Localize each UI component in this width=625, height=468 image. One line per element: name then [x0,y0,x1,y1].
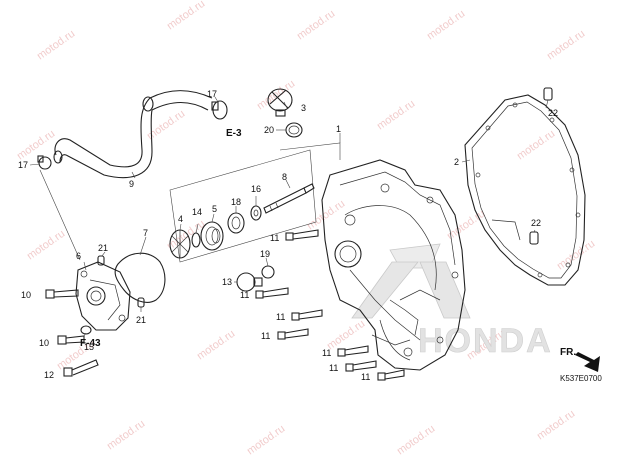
part-number-7: 7 [143,228,148,238]
part-number-22: 22 [531,218,541,228]
reference-f43: F-43 [80,338,101,349]
part-number-6: 6 [76,251,81,261]
part-number-20: 20 [264,125,274,135]
bolt-11-c [291,309,323,321]
part-number-19: 19 [260,249,270,259]
watermark-text: motod.ru [395,423,437,458]
water-hose [53,90,213,179]
pump-shaft [263,183,315,214]
part-number-21: 21 [136,315,146,325]
watermark-text: motod.ru [375,98,417,133]
part-number-12: 12 [44,370,54,380]
part-number-10: 10 [21,290,31,300]
front-label: FR. [560,347,576,358]
part-number-8: 8 [282,172,287,182]
part-number-22: 22 [548,108,558,118]
part-number-5: 5 [212,204,217,214]
callout-labels: 1 2 3 4 5 6 7 8 9 10 10 11 11 11 11 11 1… [18,89,558,382]
part-number-14: 14 [192,207,202,217]
watermark-text: motod.ru [535,408,577,443]
pump-cover-o-ring [114,252,166,303]
part-number-4: 4 [178,214,183,224]
watermark-text: motod.ru [25,228,67,263]
watermark-text: motod.ru [165,0,207,32]
honda-logo: HONDA [351,243,553,360]
sealing-washer-15 [80,325,92,335]
part-number-1: 1 [336,124,341,134]
bolt-11-b [255,287,289,299]
dowel-21-upper [97,255,105,266]
part-number-17: 17 [207,89,217,99]
part-number-3: 3 [301,103,306,113]
bolt-11-g [377,369,405,381]
part-number-11: 11 [322,348,331,358]
watermark-text: motod.ru [245,423,287,458]
part-number-9: 9 [129,179,134,189]
watermark-text: motod.ru [555,238,597,273]
drawing-code: K537E0700 [560,374,602,383]
hose-clamp-upper [211,100,228,120]
watermark-text: motod.ru [295,8,337,43]
part-number-21: 21 [98,243,108,253]
svg-text:HONDA: HONDA [418,322,553,360]
watermark-text: motod.ru [15,128,57,163]
bolt-12 [63,359,99,377]
watermark-text: motod.ru [425,8,467,43]
bolt-10-upper [45,289,79,299]
bolt-11-a [285,229,319,241]
plug-13 [236,272,263,292]
watermark-layer: motod.ru motod.ru motod.ru motod.ru moto… [15,0,597,457]
water-pump-cover [75,261,131,331]
cover-gasket [464,94,586,286]
leader-lines [29,96,549,337]
part-number-11: 11 [261,331,270,341]
arrow-icon [575,352,600,372]
part-number-13: 13 [222,277,232,287]
bolt-11-f [345,360,377,372]
bolt-10-lower [57,335,85,345]
hose-clamp-lower [37,155,52,170]
part-number-11: 11 [240,290,249,300]
dowel-pin-lower [529,231,539,245]
watermark-text: motod.ru [515,128,557,163]
reference-e3: E-3 [226,128,242,139]
bolt-11-e [337,345,369,357]
part-number-2: 2 [454,157,459,167]
part-number-11: 11 [270,233,279,243]
crankcase-cover [321,159,466,371]
watermark-text: motod.ru [35,28,77,63]
bolt-11-d [277,328,309,340]
watermark-text: motod.ru [545,28,587,63]
part-number-16: 16 [251,184,261,194]
watermark-text: motod.ru [195,328,237,363]
part-number-15: 15 [84,342,94,352]
part-number-18: 18 [231,197,241,207]
o-ring-19 [261,265,275,279]
oil-seal-18 [227,212,245,234]
mechanical-seal [200,221,224,251]
o-ring-20 [285,122,303,138]
front-direction-arrow: FR. [560,347,600,372]
part-number-11: 11 [361,372,370,382]
part-number-11: 11 [329,363,338,373]
part-number-17: 17 [18,160,28,170]
pump-group-outline [169,142,341,263]
washer-16 [250,205,262,221]
part-number-10: 10 [39,338,49,348]
watermark-text: motod.ru [105,418,147,453]
dowel-pin-upper [543,87,553,101]
watermark-text: motod.ru [305,198,347,233]
part-number-11: 11 [276,312,285,322]
